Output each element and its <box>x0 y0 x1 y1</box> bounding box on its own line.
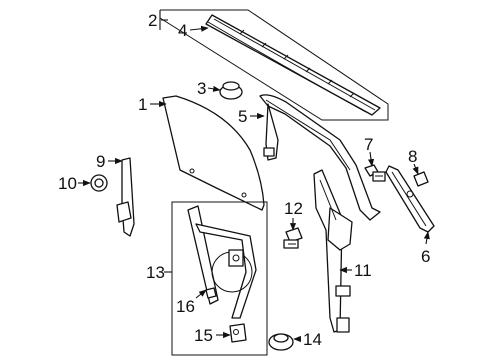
regulator-box-part-13 <box>171 201 268 356</box>
callout-14: 14 <box>303 330 322 349</box>
weatherstrip-group-box <box>159 9 389 121</box>
callout-11: 11 <box>354 261 372 280</box>
channel-strip-part-6 <box>385 165 435 233</box>
leader-lines <box>78 19 430 343</box>
callout-3: 3 <box>197 79 206 98</box>
callout-labels: 1 2 3 4 5 6 7 8 9 10 11 12 13 14 15 16 <box>58 11 430 349</box>
bolt-part-12 <box>283 227 303 249</box>
bracket-part-15 <box>229 323 247 343</box>
clip-part-8 <box>413 171 429 187</box>
door-glass-part-1 <box>162 95 265 211</box>
front-channel-part-9 <box>116 157 135 237</box>
callout-5: 5 <box>238 107 247 126</box>
regulator-part-11 <box>313 169 353 333</box>
callout-16: 16 <box>176 297 195 316</box>
callout-4: 4 <box>178 21 187 40</box>
bolt-part-7 <box>364 164 386 182</box>
callout-1: 1 <box>138 95 147 114</box>
callout-10: 10 <box>58 174 77 193</box>
plug-part-3 <box>219 81 243 100</box>
callout-9: 9 <box>96 152 105 171</box>
run-channel-part-5 <box>259 94 381 221</box>
grommet-part-10 <box>90 174 108 192</box>
callout-6: 6 <box>421 247 430 266</box>
callout-2: 2 <box>148 11 157 30</box>
callout-12: 12 <box>284 199 303 218</box>
nut-part-14 <box>268 333 294 351</box>
callout-13: 13 <box>146 263 165 282</box>
callout-8: 8 <box>408 147 417 166</box>
callout-15: 15 <box>194 326 213 345</box>
callout-7: 7 <box>364 135 373 154</box>
